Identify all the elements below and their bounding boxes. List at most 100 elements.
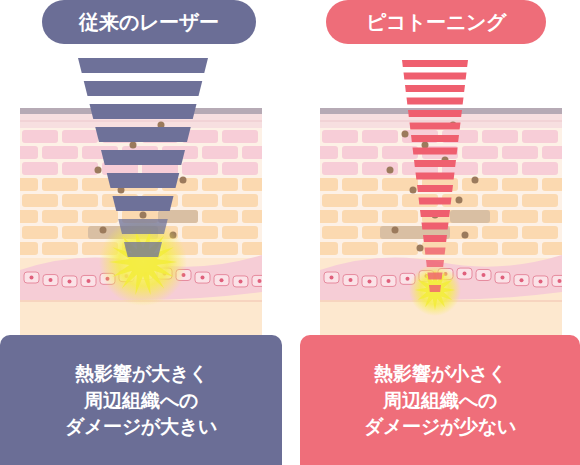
skin-cell xyxy=(542,146,562,159)
basal-cell xyxy=(81,275,96,286)
basal-cell xyxy=(533,276,548,287)
skin-cell xyxy=(242,210,262,223)
basal-cell xyxy=(24,272,39,283)
title-pill: ピコトーニング xyxy=(326,0,546,44)
skin-cell xyxy=(462,146,498,159)
laser-beam-stripe xyxy=(118,219,168,234)
laser-beam-stripe xyxy=(95,127,191,142)
skin-cell xyxy=(242,146,262,159)
basal-cell xyxy=(514,275,529,286)
skin-cell xyxy=(222,226,258,239)
layer-line xyxy=(20,121,262,122)
skin-cell xyxy=(202,242,238,255)
pico-beam-stripe xyxy=(402,60,468,67)
basal-cell xyxy=(62,276,77,287)
cell-nucleus xyxy=(87,279,91,283)
skin-cell xyxy=(42,210,78,223)
melanin-dot xyxy=(462,232,469,239)
skin-cell xyxy=(482,162,518,175)
epidermis xyxy=(320,128,562,258)
skin-cell xyxy=(502,178,538,191)
skin-cell xyxy=(542,178,562,191)
basal-cell xyxy=(381,275,396,286)
skin-cell xyxy=(362,130,398,143)
panel-title: ピコトーニング xyxy=(366,9,506,36)
cell-nucleus xyxy=(501,276,505,280)
basal-cell xyxy=(552,275,562,286)
cell-nucleus xyxy=(49,278,53,282)
skin-cell xyxy=(322,194,358,207)
cell-nucleus xyxy=(68,279,72,283)
skin-cell xyxy=(462,178,498,191)
heat-spikes xyxy=(415,270,455,310)
pico-beam-stripe xyxy=(423,235,447,242)
laser-beam-stripe xyxy=(90,104,197,119)
skin-cell xyxy=(342,242,378,255)
skin-cell xyxy=(382,242,418,255)
skin-cell xyxy=(242,242,262,255)
skin-cell xyxy=(222,130,258,143)
laser-beam-stripe xyxy=(113,196,174,211)
cell-nucleus xyxy=(368,279,372,283)
title-pill: 従来のレーザー xyxy=(42,0,256,44)
skin-cell xyxy=(242,178,262,191)
skin-cell xyxy=(20,242,38,255)
melanin-dot xyxy=(95,167,102,174)
cell-nucleus xyxy=(558,279,562,283)
skin-cell xyxy=(362,162,398,175)
basal-cell xyxy=(457,268,472,279)
skin-cell xyxy=(42,178,78,191)
layer-line xyxy=(320,121,562,122)
pico-beam-stripe xyxy=(416,173,455,180)
skin-cell xyxy=(522,162,558,175)
heat-burst xyxy=(99,218,187,306)
skin-cell xyxy=(320,242,338,255)
skin-cell xyxy=(42,146,78,159)
cell-nucleus xyxy=(482,273,486,277)
skin-cell xyxy=(482,194,518,207)
skin-cell xyxy=(22,162,58,175)
skin-cell xyxy=(222,162,258,175)
pico-beam-stripe xyxy=(425,248,446,255)
skin-cell xyxy=(320,178,338,191)
result-text: 熱影響が小さく 周辺組織への ダメージが少ない xyxy=(340,360,540,440)
skin-cell xyxy=(342,178,378,191)
skin-cell xyxy=(62,162,98,175)
skin-cell xyxy=(22,130,58,143)
melanin-dot xyxy=(410,187,417,194)
skin-cell xyxy=(20,178,38,191)
skin-cell xyxy=(382,210,418,223)
melanin-dot xyxy=(456,197,463,204)
skin-cell xyxy=(62,194,98,207)
skin-cell xyxy=(462,242,498,255)
cell-nucleus xyxy=(239,279,243,283)
basal-cell xyxy=(214,275,229,286)
pico-beam-stripe xyxy=(414,160,456,167)
skin-cell xyxy=(502,146,538,159)
laser-beam-stripe xyxy=(107,173,180,188)
melanin-dot xyxy=(140,212,147,219)
pico-beam-stripe xyxy=(413,148,458,155)
basal-cell xyxy=(43,275,58,286)
basal-cell xyxy=(495,272,510,283)
basal-cell xyxy=(233,276,248,287)
basal-cell xyxy=(362,276,377,287)
skin-cell xyxy=(202,210,238,223)
melanin-dot xyxy=(387,167,394,174)
skin-cell xyxy=(522,130,558,143)
skin-cell xyxy=(42,242,78,255)
melanin-dot xyxy=(180,177,187,184)
skin-cell xyxy=(502,242,538,255)
skin-cell xyxy=(422,242,458,255)
panel-title: 従来のレーザー xyxy=(79,9,219,36)
basal-cell xyxy=(476,269,491,280)
melanin-dot xyxy=(472,177,479,184)
skin-cell xyxy=(182,194,218,207)
skin-cell xyxy=(22,226,58,239)
pico-beam-stripe xyxy=(405,85,465,92)
laser-beam-stripe xyxy=(124,242,162,257)
skin-cell xyxy=(202,146,238,159)
cell-nucleus xyxy=(201,276,205,280)
skin-cell xyxy=(482,130,518,143)
pico-beam-stripe xyxy=(422,223,449,230)
